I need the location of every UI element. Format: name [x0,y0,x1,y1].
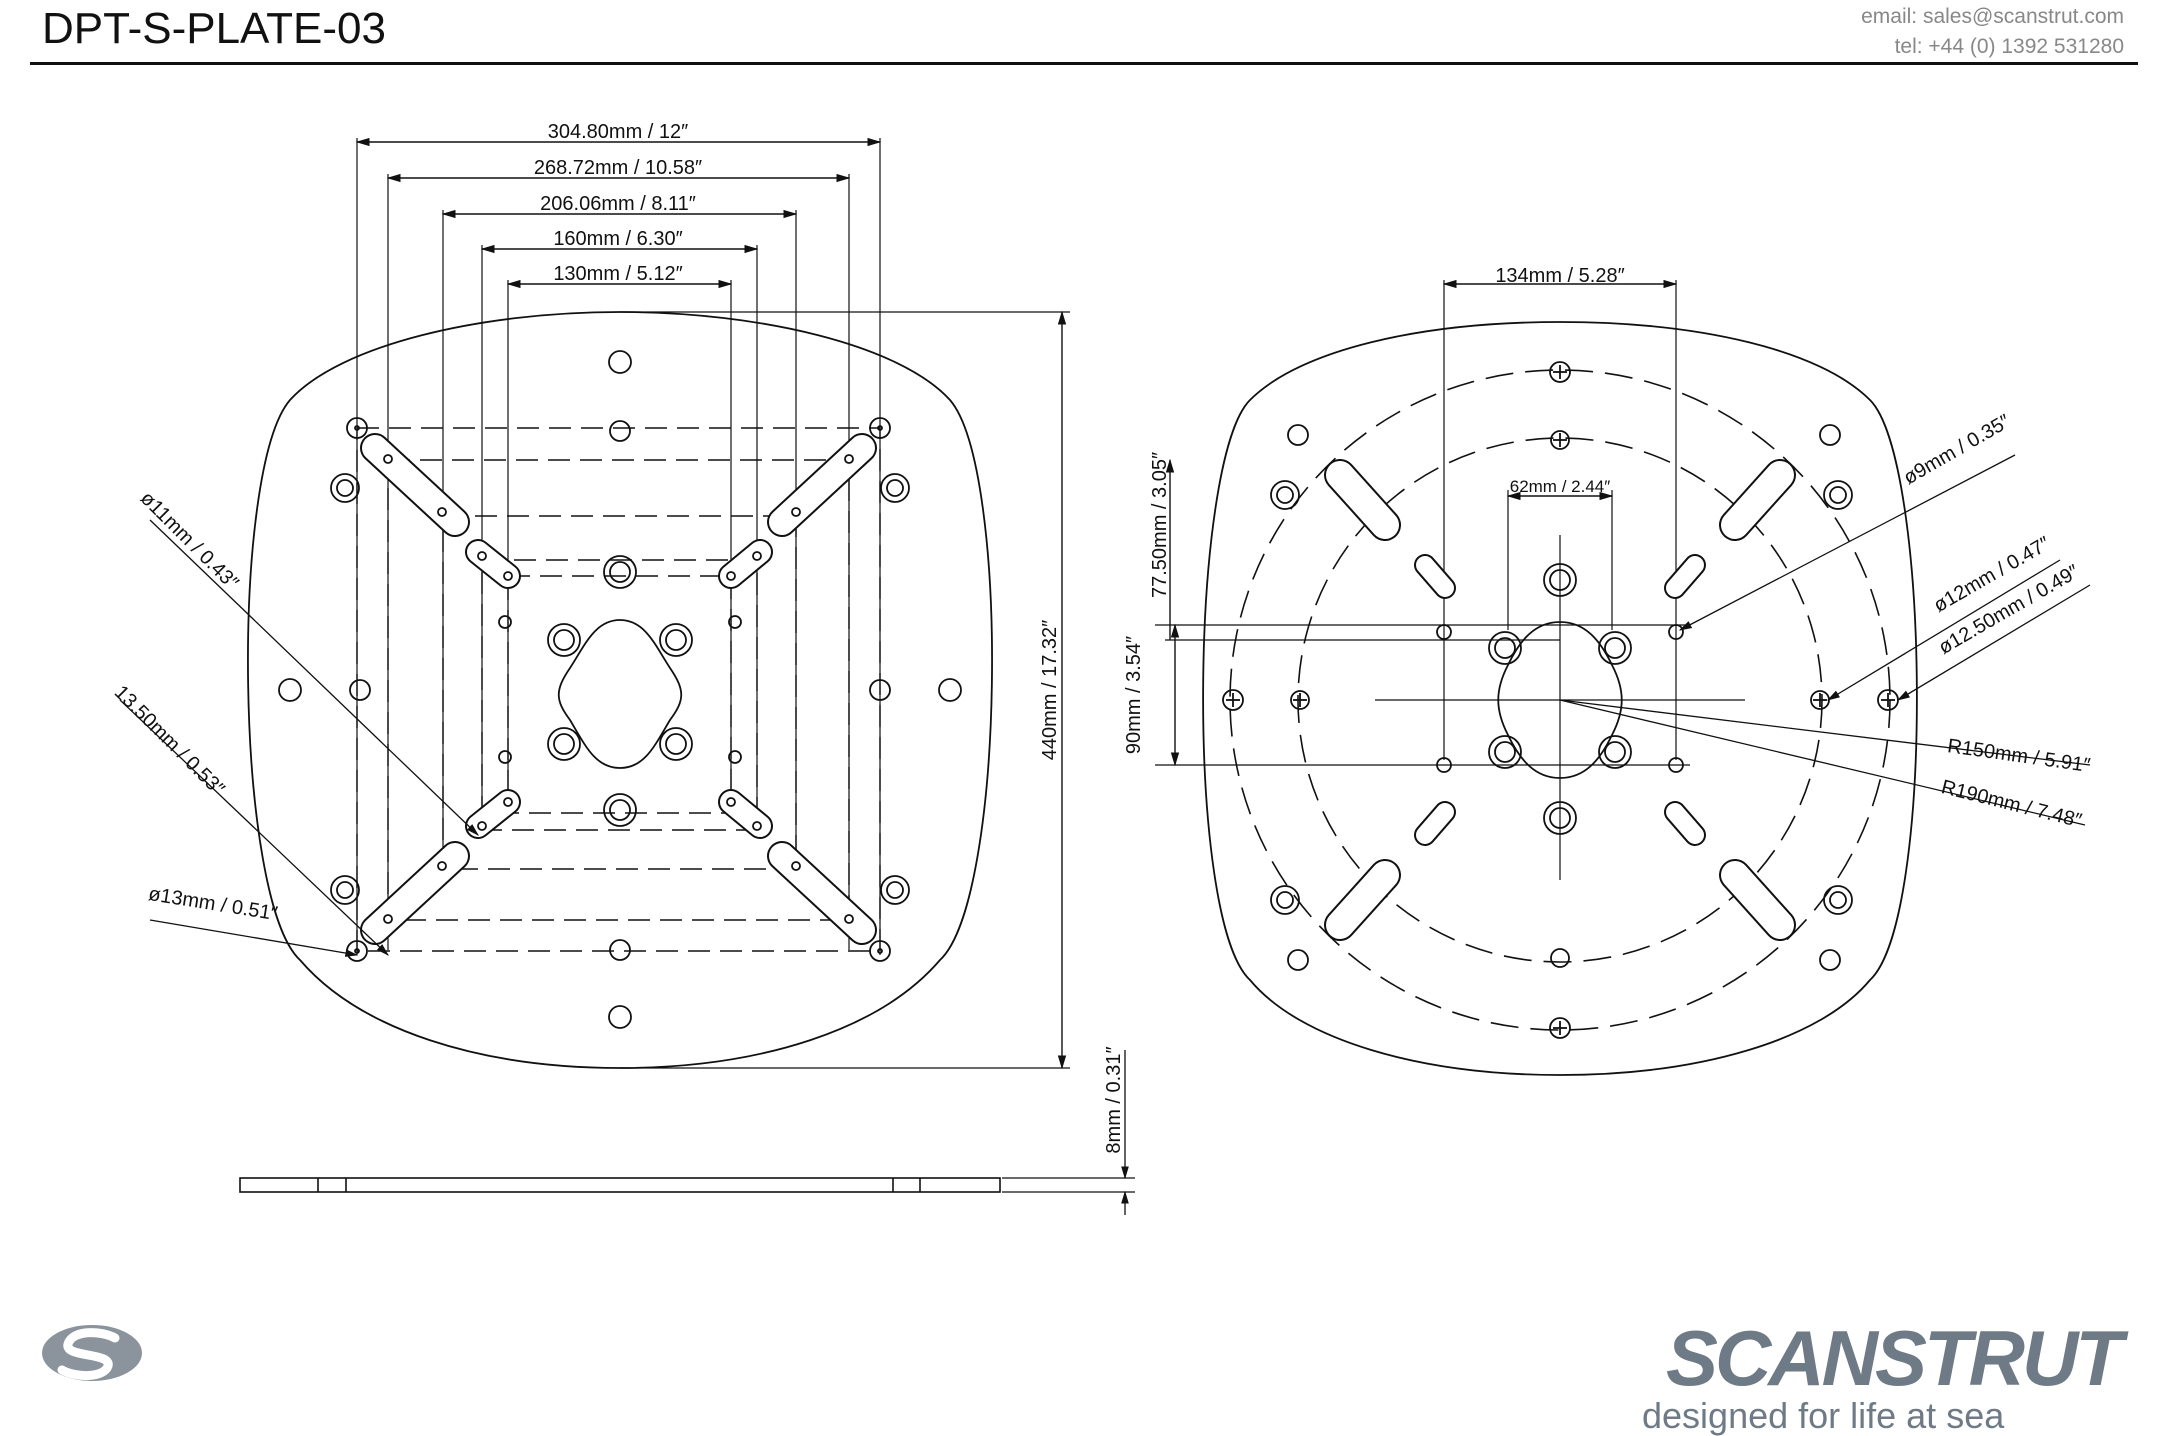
dim-134mm: 134mm / 5.28″ [1495,265,1624,287]
slot-bottom-right [767,841,877,945]
right-leaders [1559,454,2091,826]
left-extension-lines [356,138,881,955]
dim-hole-9mm: ø9mm / 0.35″ [1900,410,2014,489]
slot-inner-bl [465,789,521,839]
slot-inner-br [718,789,773,839]
dim-hole-13mm: ø13mm / 0.51″ [147,883,279,925]
brand-name: SCANSTRUT [1666,1314,2123,1402]
slot-bottom-left [360,841,470,945]
dim-268mm: 268.72mm / 10.58″ [534,157,702,179]
dim-62mm: 62mm / 2.44″ [1510,477,1611,496]
header-rule [30,62,2138,65]
slot-inner-tl [465,539,521,589]
dim-r190mm: R190mm / 7.48″ [1939,776,2084,832]
brand-block: SCANSTRUT designed for life at sea [1640,1314,2123,1436]
slot-inner-tr [718,539,773,589]
dim-206mm: 206.06mm / 8.11″ [540,193,696,215]
scanstrut-s-logo-icon [42,1325,142,1381]
left-center-cutout [557,619,683,769]
right-center-cutout [1497,621,1623,779]
left-leaders [119,519,479,957]
side-view [239,1050,1135,1215]
page-title: DPT-S-PLATE-03 [42,4,386,53]
right-holes [1222,361,1899,1039]
contact-info: email: sales@scanstrut.com tel: +44 (0) … [1861,2,2124,62]
right-plate-view [1155,279,2091,1076]
brand-tagline: designed for life at sea [1642,1395,2005,1436]
left-dimension-lines [355,137,1070,1070]
right-slots [1324,459,1796,941]
right-dimension-lines [1165,279,1678,767]
left-slots [360,433,877,945]
dim-304mm: 304.80mm / 12″ [548,121,689,143]
dim-90mm: 90mm / 3.54″ [1123,636,1145,754]
left-plate-view [119,137,1070,1070]
dim-8mm: 8mm / 0.31″ [1103,1046,1125,1153]
dim-slot-13-50mm: 13.50mm / 0.53″ [110,681,229,800]
dim-130mm: 130mm / 5.12″ [553,263,682,285]
contact-email[interactable]: email: sales@scanstrut.com [1861,5,2124,28]
dim-r150mm: R150mm / 5.91″ [1946,735,2091,777]
contact-tel[interactable]: tel: +44 (0) 1392 531280 [1894,35,2124,58]
dim-440mm: 440mm / 17.32″ [1039,620,1061,761]
dim-hole-11mm: ø11mm / 0.43″ [136,487,243,594]
right-plate-outline [1202,321,1918,1076]
slot-top-left [360,433,470,537]
slot-top-right [767,433,877,537]
dim-160mm: 160mm / 6.30″ [553,228,682,250]
right-extension-lines [1155,280,1690,766]
dim-77-50mm: 77.50mm / 3.05″ [1149,452,1171,598]
left-dashed-pattern [356,427,881,952]
